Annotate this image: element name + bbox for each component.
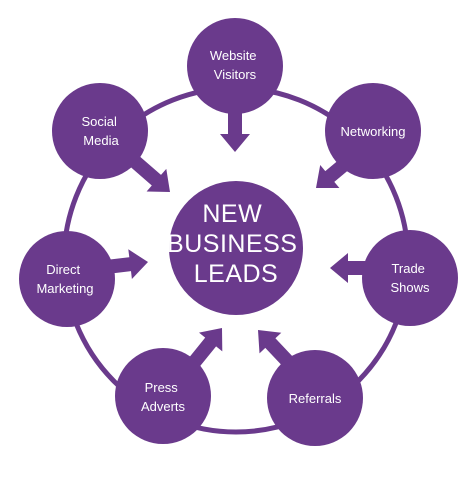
- node-direct-marketing-line-2: Marketing: [36, 281, 93, 296]
- node-social-media-label: Social Media: [81, 114, 120, 148]
- node-social-media-line-1: Social: [81, 114, 117, 129]
- node-trade-shows-line-2: Shows: [390, 280, 430, 295]
- node-trade-shows-line-1: Trade: [391, 261, 424, 276]
- center-label-line-3: LEADS: [194, 260, 278, 288]
- node-website-visitors-label: Website Visitors: [210, 48, 260, 82]
- node-referrals: Referrals: [267, 350, 363, 446]
- node-social-media-circle: [52, 83, 148, 179]
- node-direct-marketing-label: Direct Marketing: [36, 262, 93, 296]
- node-website-visitors-line-1: Website: [210, 48, 257, 63]
- node-press-adverts-line-1: Press: [145, 380, 179, 395]
- center-label: NEW BUSINESS LEADS: [167, 200, 305, 288]
- node-press-adverts: Press Adverts: [115, 348, 211, 444]
- node-direct-marketing-circle: [19, 231, 115, 327]
- node-website-visitors-line-2: Visitors: [214, 67, 257, 82]
- node-social-media: Social Media: [52, 83, 148, 179]
- node-direct-marketing-line-1: Direct: [46, 262, 80, 277]
- node-networking: Networking: [325, 83, 421, 179]
- arrow-website-visitors: [220, 104, 250, 152]
- node-referrals-line-1: Referrals: [289, 391, 342, 406]
- node-website-visitors: Website Visitors: [187, 18, 283, 114]
- node-networking-circle: [325, 83, 421, 179]
- node-press-adverts-label: Press Adverts: [141, 380, 186, 414]
- node-social-media-line-2: Media: [83, 133, 119, 148]
- node-trade-shows-circle: [362, 230, 458, 326]
- node-networking-line-1: Networking: [340, 124, 405, 139]
- center-node: NEW BUSINESS LEADS: [167, 181, 305, 315]
- node-trade-shows-label: Trade Shows: [390, 261, 430, 295]
- node-referrals-label: Referrals: [289, 391, 342, 406]
- arrow-trade-shows: [330, 253, 382, 283]
- node-direct-marketing: Direct Marketing: [19, 231, 115, 327]
- center-circle: [169, 181, 303, 315]
- center-label-line-2: BUSINESS: [167, 230, 297, 258]
- node-trade-shows: Trade Shows: [362, 230, 458, 326]
- node-press-adverts-line-2: Adverts: [141, 399, 186, 414]
- node-website-visitors-circle: [187, 18, 283, 114]
- center-label-line-1: NEW: [202, 200, 262, 228]
- node-networking-label: Networking: [340, 124, 405, 139]
- node-referrals-circle: [267, 350, 363, 446]
- node-press-adverts-circle: [115, 348, 211, 444]
